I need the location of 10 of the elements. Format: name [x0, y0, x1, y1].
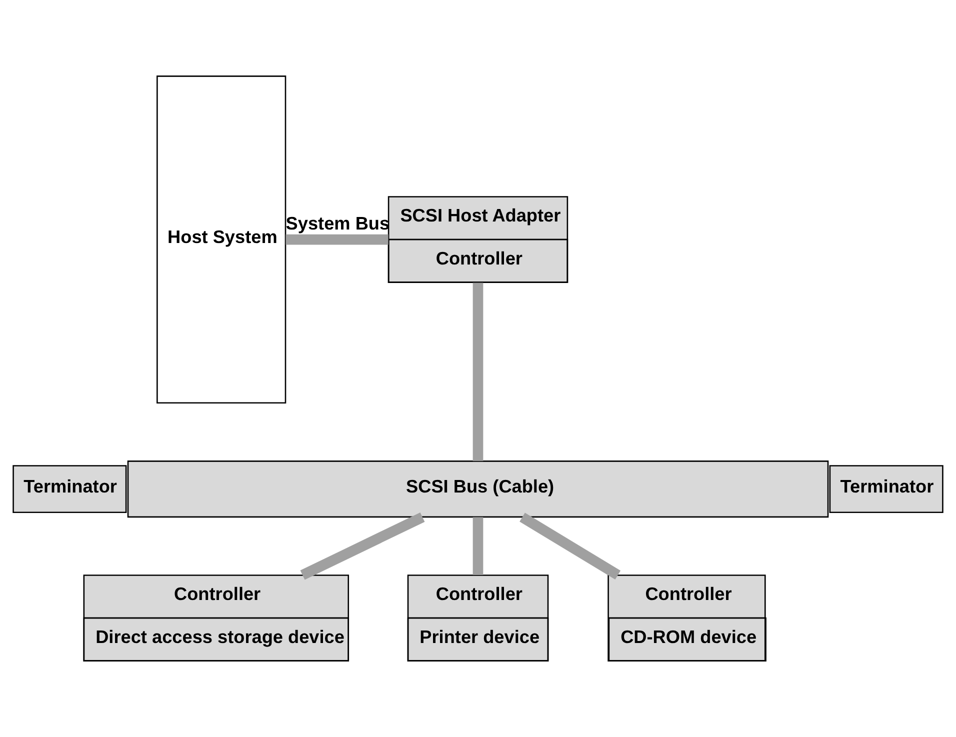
connector	[286, 234, 388, 245]
node-box: Host System	[156, 76, 286, 404]
connector	[472, 517, 484, 576]
node-box: Terminator	[12, 465, 127, 514]
connector	[472, 282, 484, 461]
connector	[520, 512, 621, 580]
node-box: Terminator	[829, 465, 944, 514]
connector	[300, 512, 425, 580]
edge-label: System Bus	[286, 213, 390, 234]
node-box: SCSI Bus (Cable)	[127, 460, 829, 518]
